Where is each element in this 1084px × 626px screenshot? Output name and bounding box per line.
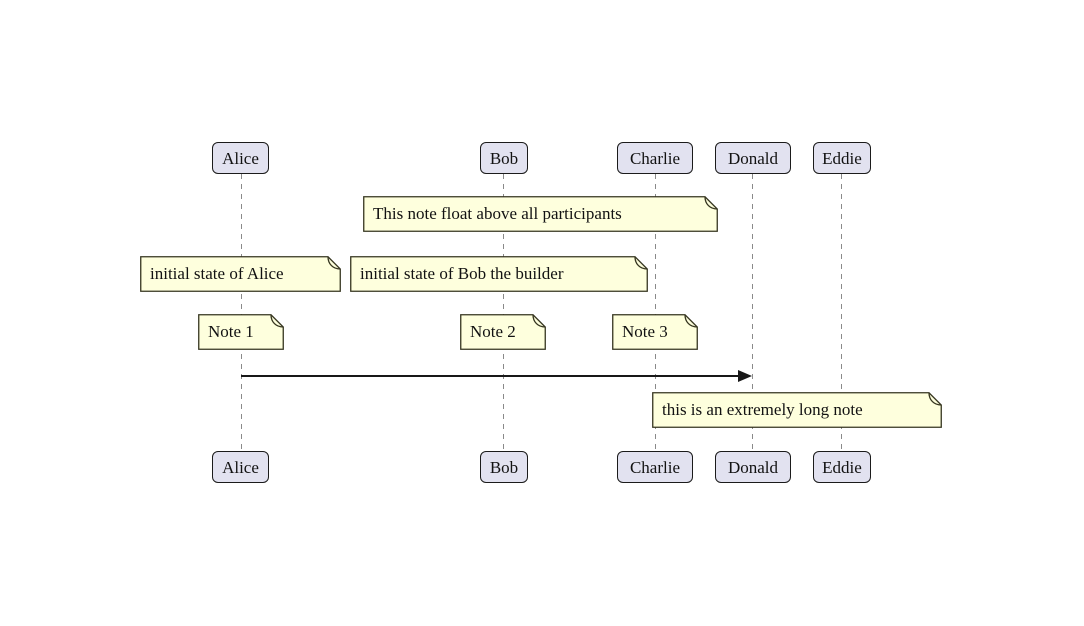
arrow-shaft bbox=[241, 375, 739, 377]
participant-bob-bottom: Bob bbox=[480, 451, 528, 483]
participant-charlie-top: Charlie bbox=[617, 142, 693, 174]
arrowhead-icon bbox=[738, 370, 752, 382]
note-text: Note 1 bbox=[208, 322, 254, 341]
lifeline-donald bbox=[752, 174, 753, 451]
lifeline-alice bbox=[241, 174, 242, 451]
participant-bob-top: Bob bbox=[480, 142, 528, 174]
note-initial-alice: initial state of Alice bbox=[140, 256, 341, 292]
note-text: This note float above all participants bbox=[373, 204, 622, 223]
note-long: this is an extremely long note bbox=[652, 392, 942, 428]
participant-charlie-bottom: Charlie bbox=[617, 451, 693, 483]
participant-alice-bottom: Alice bbox=[212, 451, 269, 483]
lifeline-bob bbox=[503, 174, 504, 451]
lifeline-eddie bbox=[841, 174, 842, 451]
note-float-above: This note float above all participants bbox=[363, 196, 718, 232]
note-3: Note 3 bbox=[612, 314, 698, 350]
participant-alice-top: Alice bbox=[212, 142, 269, 174]
message-arrow-alice-to-donald bbox=[241, 370, 752, 382]
participant-eddie-bottom: Eddie bbox=[813, 451, 871, 483]
note-text: initial state of Alice bbox=[150, 264, 284, 283]
note-text: Note 3 bbox=[622, 322, 668, 341]
note-text: initial state of Bob the builder bbox=[360, 264, 564, 283]
lifeline-charlie bbox=[655, 174, 656, 451]
note-2: Note 2 bbox=[460, 314, 546, 350]
participant-donald-top: Donald bbox=[715, 142, 791, 174]
note-1: Note 1 bbox=[198, 314, 284, 350]
note-text: this is an extremely long note bbox=[662, 400, 863, 419]
note-text: Note 2 bbox=[470, 322, 516, 341]
participant-donald-bottom: Donald bbox=[715, 451, 791, 483]
participant-eddie-top: Eddie bbox=[813, 142, 871, 174]
note-initial-bob: initial state of Bob the builder bbox=[350, 256, 648, 292]
